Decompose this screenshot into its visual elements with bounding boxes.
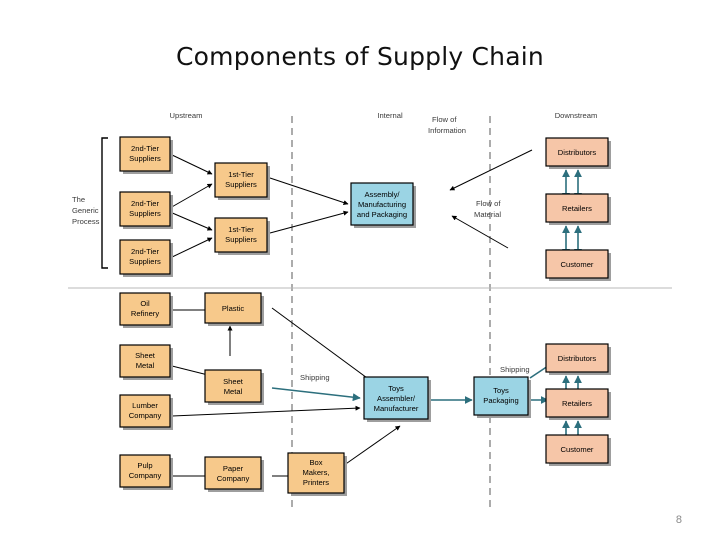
- box-downstream-retailers-top: Retailers: [545, 193, 611, 225]
- box-first-tier-2: 1st-Tier Suppliers: [214, 217, 270, 255]
- header-upstream: Upstream: [170, 111, 203, 120]
- box-second-tier-3: 2nd-Tier Suppliers: [119, 239, 173, 277]
- box-label: Packaging: [483, 396, 518, 405]
- box-label: 2nd-Tier: [131, 247, 159, 256]
- box-label: Sheet: [223, 377, 244, 386]
- box-label: 2nd-Tier: [131, 199, 159, 208]
- box-label: Toys: [388, 384, 404, 393]
- svg-text:Generic: Generic: [72, 206, 99, 215]
- box-label: 1st-Tier: [228, 225, 254, 234]
- box-paper-company: Paper Company: [204, 456, 264, 492]
- box-label: Company: [129, 471, 162, 480]
- box-label: Retailers: [562, 399, 592, 408]
- svg-text:Information: Information: [428, 126, 466, 135]
- svg-text:Material: Material: [474, 210, 501, 219]
- box-label: Paper: [223, 464, 244, 473]
- box-label: Sheet: [135, 351, 156, 360]
- box-downstream-customer-top: Customer: [545, 249, 611, 281]
- box-label: Printers: [303, 478, 329, 487]
- box-label: Distributors: [558, 354, 597, 363]
- box-box-makers-printers: Box Makers, Printers: [287, 452, 347, 496]
- page-title: Components of Supply Chain: [176, 42, 544, 71]
- header-internal: Internal: [377, 111, 403, 120]
- box-sheet-metal-upstream: Sheet Metal: [119, 344, 173, 380]
- box-second-tier-1: 2nd-Tier Suppliers: [119, 136, 173, 174]
- box-label: Retailers: [562, 204, 592, 213]
- box-label: 2nd-Tier: [131, 144, 159, 153]
- box-label: Distributors: [558, 148, 597, 157]
- arrow-flow-of-information: [449, 149, 533, 191]
- box-label: Suppliers: [225, 235, 257, 244]
- box-label: Suppliers: [225, 180, 257, 189]
- box-toys-packaging: Toys Packaging: [473, 376, 531, 418]
- box-first-tier-1: 1st-Tier Suppliers: [214, 162, 270, 200]
- page-number: 8: [675, 514, 682, 526]
- box-downstream-retailers-bottom: Retailers: [545, 388, 611, 420]
- supply-chain-diagram: Upstream Internal Downstream The Generic…: [60, 108, 680, 518]
- box-oil-refinery: Oil Refinery: [119, 292, 173, 328]
- box-label: Manufacturing: [358, 200, 406, 209]
- label-shipping-left: Shipping: [300, 373, 330, 382]
- box-label: Customer: [561, 260, 594, 269]
- box-label: Customer: [561, 445, 594, 454]
- box-label: and Packaging: [357, 210, 407, 219]
- box-lumber-company: Lumber Company: [119, 394, 173, 430]
- box-downstream-distributors-top: Distributors: [545, 137, 611, 169]
- arrow-flow-of-material: [451, 215, 509, 249]
- box-label: Metal: [136, 361, 155, 370]
- label-shipping-right: Shipping: [500, 365, 530, 374]
- box-label: Toys: [493, 386, 509, 395]
- box-label: Plastic: [222, 304, 245, 313]
- box-label: Refinery: [131, 309, 159, 318]
- svg-text:Process: Process: [72, 217, 100, 226]
- box-sheet-metal-first-tier: Sheet Metal: [204, 369, 264, 405]
- box-second-tier-2: 2nd-Tier Suppliers: [119, 191, 173, 229]
- label-generic-process: The: [72, 195, 85, 204]
- box-label: Box: [309, 458, 322, 467]
- box-label: Suppliers: [129, 209, 161, 218]
- box-downstream-distributors-bottom: Distributors: [545, 343, 611, 375]
- label-flow-information: Flow of: [432, 115, 457, 124]
- box-label: Suppliers: [129, 154, 161, 163]
- header-downstream: Downstream: [555, 111, 598, 120]
- box-label: Metal: [224, 387, 243, 396]
- box-label: Assembly/: [364, 190, 400, 199]
- box-pulp-company: Pulp Company: [119, 454, 173, 490]
- box-label: Lumber: [132, 401, 158, 410]
- label-flow-material: Flow of: [476, 199, 501, 208]
- box-label: Oil: [140, 299, 150, 308]
- box-label: 1st-Tier: [228, 170, 254, 179]
- box-label: Pulp: [137, 461, 152, 470]
- bracket-second-tier: [101, 137, 108, 269]
- box-label: Makers,: [302, 468, 329, 477]
- box-toys-assembler: Toys Assembler/ Manufacturer: [363, 376, 431, 422]
- box-label: Assembler/: [377, 394, 416, 403]
- box-label: Manufacturer: [374, 404, 419, 413]
- box-label: Company: [217, 474, 250, 483]
- box-internal-assembly: Assembly/ Manufacturing and Packaging: [350, 182, 416, 228]
- box-label: Suppliers: [129, 257, 161, 266]
- box-label: Company: [129, 411, 162, 420]
- box-downstream-customer-bottom: Customer: [545, 434, 611, 466]
- box-plastic: Plastic: [204, 292, 264, 326]
